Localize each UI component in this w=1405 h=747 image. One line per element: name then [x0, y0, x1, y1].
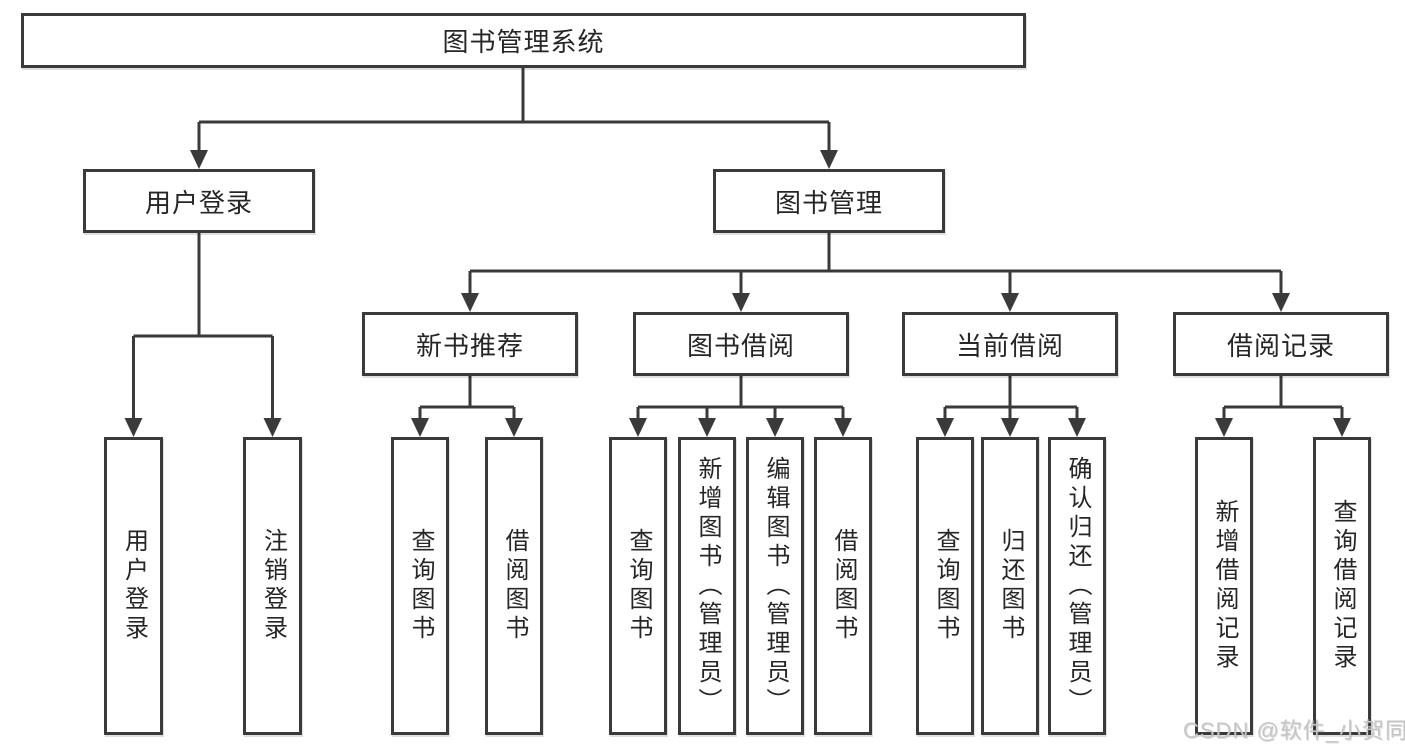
node-leaf-bw-edit-books: 编辑图书（管理员）	[746, 437, 804, 735]
node-leaf-user-login: 用户登录	[104, 437, 163, 735]
node-leaf-nb-borrow-books: 借阅图书	[485, 437, 543, 735]
node-user-login-label: 用户登录	[144, 187, 253, 218]
arrowhead-icon	[1001, 418, 1019, 437]
connector-lines	[132, 68, 1344, 420]
node-leaf-cu-return-books: 归还图书	[981, 437, 1039, 735]
arrowhead-icon	[505, 418, 523, 437]
node-root-label: 图书管理系统	[442, 27, 605, 57]
node-leaf-bw-query-books: 查询图书	[609, 437, 667, 735]
node-leaf-label: 编辑图书（管理员）	[762, 455, 789, 717]
arrowhead-icon	[1272, 293, 1290, 312]
arrowhead-icon	[411, 418, 429, 437]
node-leaf-bw-add-books: 新增图书（管理员）	[678, 437, 736, 735]
node-leaf-label: 查询图书	[625, 528, 652, 644]
arrowhead-icon	[1068, 418, 1086, 437]
node-borrow-label: 图书借阅	[686, 330, 795, 361]
node-leaf-cu-query-books: 查询图书	[916, 437, 974, 735]
arrowhead-icon	[461, 293, 479, 312]
arrowhead-icon	[263, 418, 282, 437]
node-leaf-label: 查询图书	[407, 528, 434, 644]
node-leaf-label: 注销登录	[259, 528, 287, 644]
node-leaf-label: 借阅图书	[501, 528, 528, 644]
arrowhead-icon	[1215, 418, 1233, 437]
arrowhead-icon	[820, 150, 838, 169]
node-leaf-rc-add-record: 新增借阅记录	[1195, 437, 1253, 735]
arrowhead-icon	[732, 293, 750, 312]
node-leaf-label: 借阅图书	[830, 528, 857, 644]
arrowhead-icon	[834, 418, 852, 437]
node-leaf-label: 用户登录	[120, 528, 148, 644]
node-new-books: 新书推荐	[362, 312, 578, 376]
node-leaf-rc-query-record: 查询借阅记录	[1313, 437, 1371, 735]
arrowhead-icon	[629, 418, 647, 437]
node-leaf-label: 查询借阅记录	[1329, 499, 1356, 673]
node-borrow: 图书借阅	[633, 312, 849, 376]
node-leaf-label: 查询图书	[932, 528, 959, 644]
node-leaf-nb-query-books: 查询图书	[391, 437, 449, 735]
arrowhead-icon	[698, 418, 716, 437]
node-root: 图书管理系统	[21, 13, 1026, 68]
node-current-label: 当前借阅	[955, 330, 1064, 361]
node-leaf-cu-confirm-return: 确认归还（管理员）	[1048, 437, 1106, 735]
node-user-login: 用户登录	[83, 169, 315, 233]
node-book-mgmt: 图书管理	[713, 169, 945, 233]
arrowhead-icon	[1333, 418, 1351, 437]
watermark: CSDN @软件_小贺同学	[1183, 718, 1405, 743]
arrowhead-icon	[936, 418, 954, 437]
node-book-mgmt-label: 图书管理	[774, 187, 883, 218]
arrowhead-icon	[766, 418, 784, 437]
node-leaf-label: 归还图书	[997, 528, 1024, 644]
arrowhead-icon	[1001, 293, 1019, 312]
node-leaf-bw-borrow-books: 借阅图书	[814, 437, 872, 735]
node-leaf-logout: 注销登录	[243, 437, 302, 735]
node-records: 借阅记录	[1173, 312, 1389, 376]
arrowhead-icon	[124, 418, 143, 437]
node-current: 当前借阅	[902, 312, 1118, 376]
arrowhead-icon	[190, 150, 208, 169]
connector-arrowheads	[124, 150, 1351, 437]
node-leaf-label: 确认归还（管理员）	[1064, 455, 1091, 717]
node-leaf-label: 新增图书（管理员）	[694, 455, 721, 717]
node-records-label: 借阅记录	[1226, 330, 1335, 361]
node-new-books-label: 新书推荐	[415, 330, 524, 361]
node-leaf-label: 新增借阅记录	[1211, 499, 1238, 673]
